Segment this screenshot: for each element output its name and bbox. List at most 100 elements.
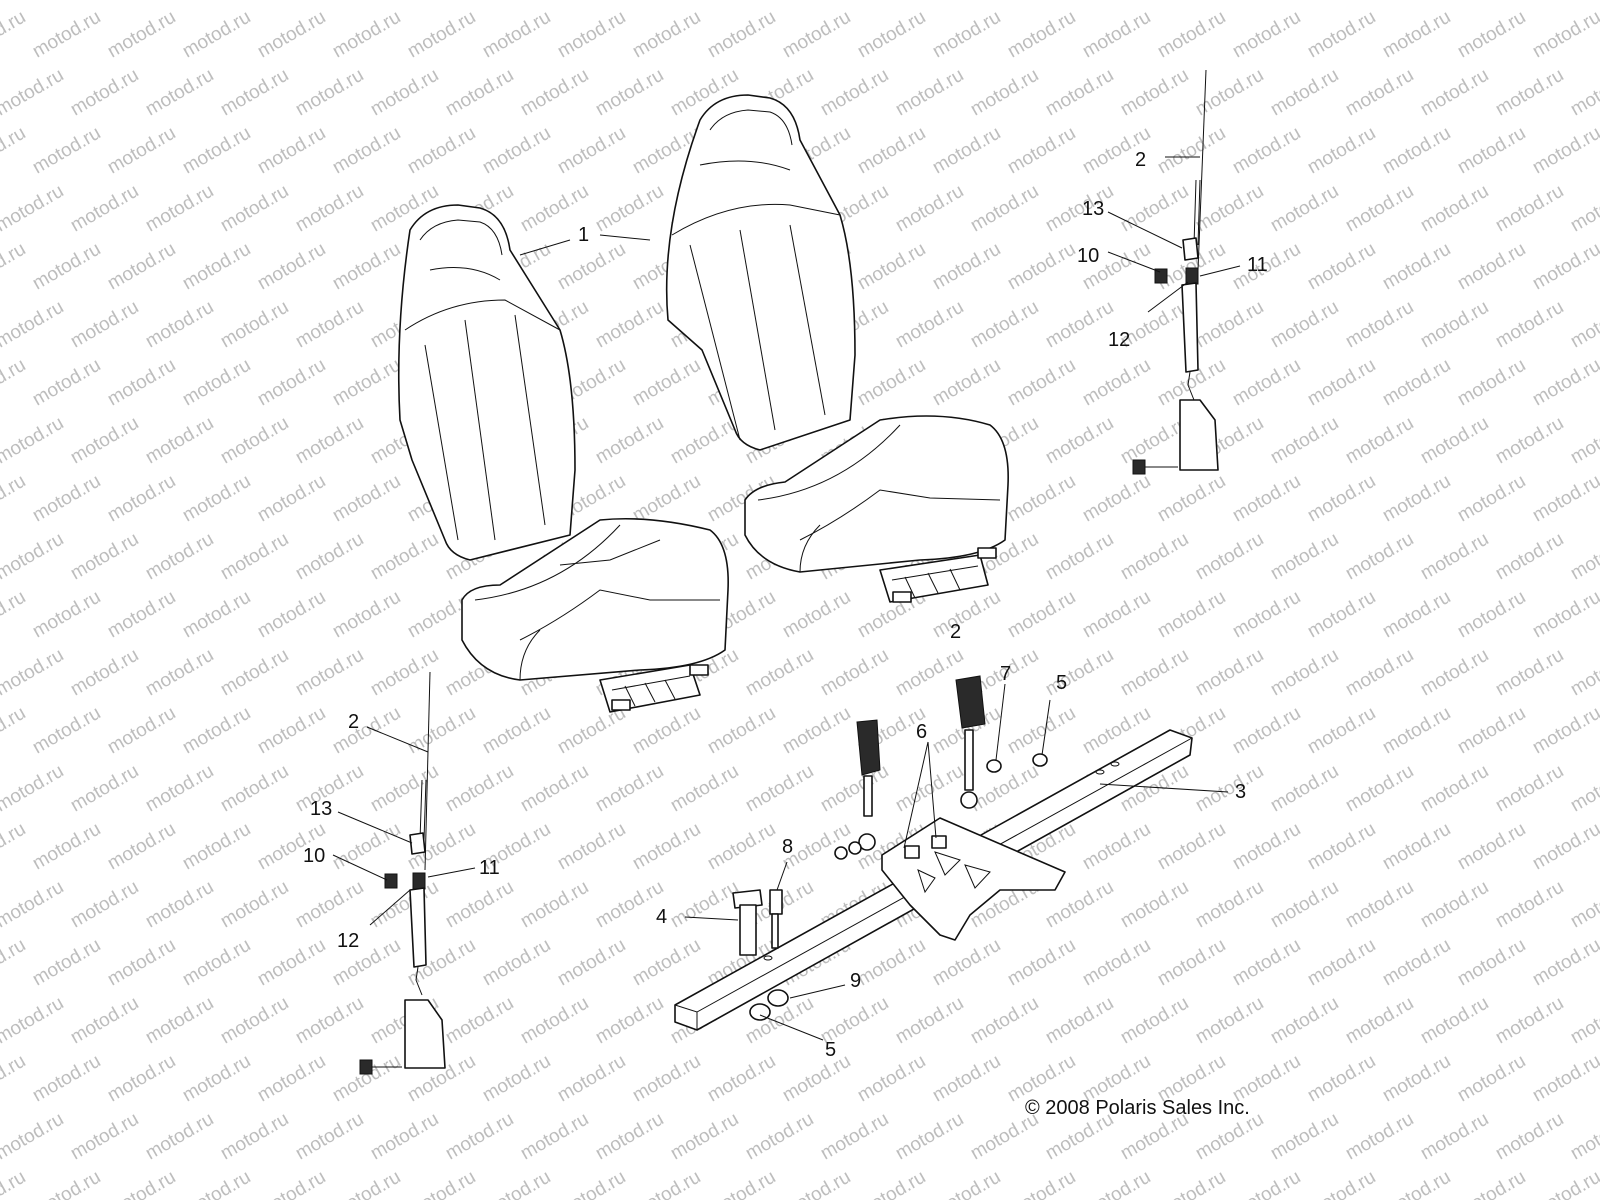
watermark-text: motod.ru — [892, 0, 967, 4]
watermark-text: motod.ru — [479, 1167, 554, 1200]
watermark-text: motod.ru — [1079, 1167, 1154, 1200]
watermark-text: motod.ru — [1342, 0, 1417, 4]
watermark-text: motod.ru — [442, 761, 517, 817]
watermark-text: motod.ru — [1454, 1167, 1529, 1200]
watermark-text: motod.ru — [1004, 7, 1079, 63]
watermark-text: motod.ru — [254, 355, 329, 411]
watermark-text: motod.ru — [592, 297, 667, 353]
watermark-text: motod.ru — [554, 819, 629, 875]
watermark-text: motod.ru — [1342, 65, 1417, 121]
watermark-text: motod.ru — [479, 123, 554, 179]
watermark-text: motod.ru — [1342, 529, 1417, 585]
watermark-text: motod.ru — [1454, 935, 1529, 991]
watermark-text: motod.ru — [1529, 355, 1600, 411]
callout-2-center: 2 — [950, 621, 961, 643]
watermark-text: motod.ru — [704, 1051, 779, 1107]
watermark-text: motod.ru — [1267, 645, 1342, 701]
right-seat — [665, 94, 1009, 603]
watermark-text: motod.ru — [292, 1109, 367, 1165]
watermark-text: motod.ru — [217, 645, 292, 701]
watermark-text: motod.ru — [629, 471, 704, 527]
watermark-text: motod.ru — [1417, 413, 1492, 469]
watermark-text: motod.ru — [367, 645, 442, 701]
watermark-text: motod.ru — [179, 703, 254, 759]
watermark-text: motod.ru — [517, 1109, 592, 1165]
watermark-text: motod.ru — [742, 0, 817, 4]
watermark-text: motod.ru — [1154, 935, 1229, 991]
watermark-text: motod.ru — [1342, 297, 1417, 353]
watermark-text: motod.ru — [1192, 877, 1267, 933]
watermark-text: motod.ru — [217, 761, 292, 817]
watermark-text: motod.ru — [104, 123, 179, 179]
watermark-text: motod.ru — [179, 819, 254, 875]
watermark-text: motod.ru — [517, 65, 592, 121]
watermark-text: motod.ru — [442, 0, 517, 4]
watermark-text: motod.ru — [1529, 1051, 1600, 1107]
watermark-text: motod.ru — [217, 993, 292, 1049]
watermark-text: motod.ru — [929, 355, 1004, 411]
watermark-text: motod.ru — [104, 471, 179, 527]
watermark-text: motod.ru — [29, 587, 104, 643]
watermark-text: motod.ru — [1567, 181, 1600, 237]
watermark-text: motod.ru — [67, 181, 142, 237]
watermark-text: motod.ru — [892, 297, 967, 353]
watermark-text: motod.ru — [329, 355, 404, 411]
watermark-text: motod.ru — [1342, 1109, 1417, 1165]
frame-tube-assembly — [674, 729, 1193, 1031]
watermark-text: motod.ru — [1042, 297, 1117, 353]
watermark-text: motod.ru — [1454, 1051, 1529, 1107]
watermark-text: motod.ru — [817, 65, 892, 121]
watermark-text: motod.ru — [0, 239, 29, 295]
watermark-text: motod.ru — [1379, 471, 1454, 527]
watermark-text: motod.ru — [479, 703, 554, 759]
watermark-text: motod.ru — [667, 761, 742, 817]
watermark-text: motod.ru — [1342, 181, 1417, 237]
watermark-text: motod.ru — [854, 355, 929, 411]
watermark-text: motod.ru — [629, 355, 704, 411]
watermark-text: motod.ru — [1342, 413, 1417, 469]
watermark-text: motod.ru — [1267, 529, 1342, 585]
watermark-text: motod.ru — [1304, 587, 1379, 643]
watermark-text: motod.ru — [142, 993, 217, 1049]
watermark-text: motod.ru — [67, 65, 142, 121]
watermark-text: motod.ru — [0, 1109, 67, 1165]
callout-5-top: 5 — [1056, 672, 1067, 694]
watermark-text: motod.ru — [329, 7, 404, 63]
watermark-text: motod.ru — [292, 413, 367, 469]
watermark-text: motod.ru — [1304, 239, 1379, 295]
watermark-text: motod.ru — [1492, 0, 1567, 4]
watermark-text: motod.ru — [1117, 0, 1192, 4]
watermark-text: motod.ru — [29, 935, 104, 991]
watermark-text: motod.ru — [292, 65, 367, 121]
watermark-text: motod.ru — [104, 7, 179, 63]
watermark-text: motod.ru — [67, 645, 142, 701]
watermark-text: motod.ru — [67, 761, 142, 817]
watermark-text: motod.ru — [929, 239, 1004, 295]
watermark-text: motod.ru — [1117, 993, 1192, 1049]
watermark-text: motod.ru — [1154, 471, 1229, 527]
watermark-text: motod.ru — [667, 1109, 742, 1165]
callout-10-left: 10 — [303, 845, 325, 867]
watermark-text: motod.ru — [1567, 297, 1600, 353]
watermark-text: motod.ru — [404, 123, 479, 179]
watermark-text: motod.ru — [929, 123, 1004, 179]
watermark-text: motod.ru — [0, 877, 67, 933]
watermark-text: motod.ru — [1454, 7, 1529, 63]
watermark-text: motod.ru — [592, 0, 667, 4]
watermark-text: motod.ru — [254, 123, 329, 179]
watermark-text: motod.ru — [1567, 65, 1600, 121]
watermark-text: motod.ru — [1004, 587, 1079, 643]
watermark-text: motod.ru — [742, 761, 817, 817]
watermark-text: motod.ru — [179, 1167, 254, 1200]
watermark-text: motod.ru — [1529, 1167, 1600, 1200]
watermark-text: motod.ru — [1192, 0, 1267, 4]
watermark-text: motod.ru — [0, 1051, 29, 1107]
watermark-text: motod.ru — [329, 123, 404, 179]
watermark-text: motod.ru — [1529, 935, 1600, 991]
watermark-text: motod.ru — [1417, 181, 1492, 237]
watermark-text: motod.ru — [217, 529, 292, 585]
watermark-text: motod.ru — [592, 181, 667, 237]
watermark-text: motod.ru — [1567, 529, 1600, 585]
watermark-text: motod.ru — [1229, 471, 1304, 527]
watermark-text: motod.ru — [0, 819, 29, 875]
